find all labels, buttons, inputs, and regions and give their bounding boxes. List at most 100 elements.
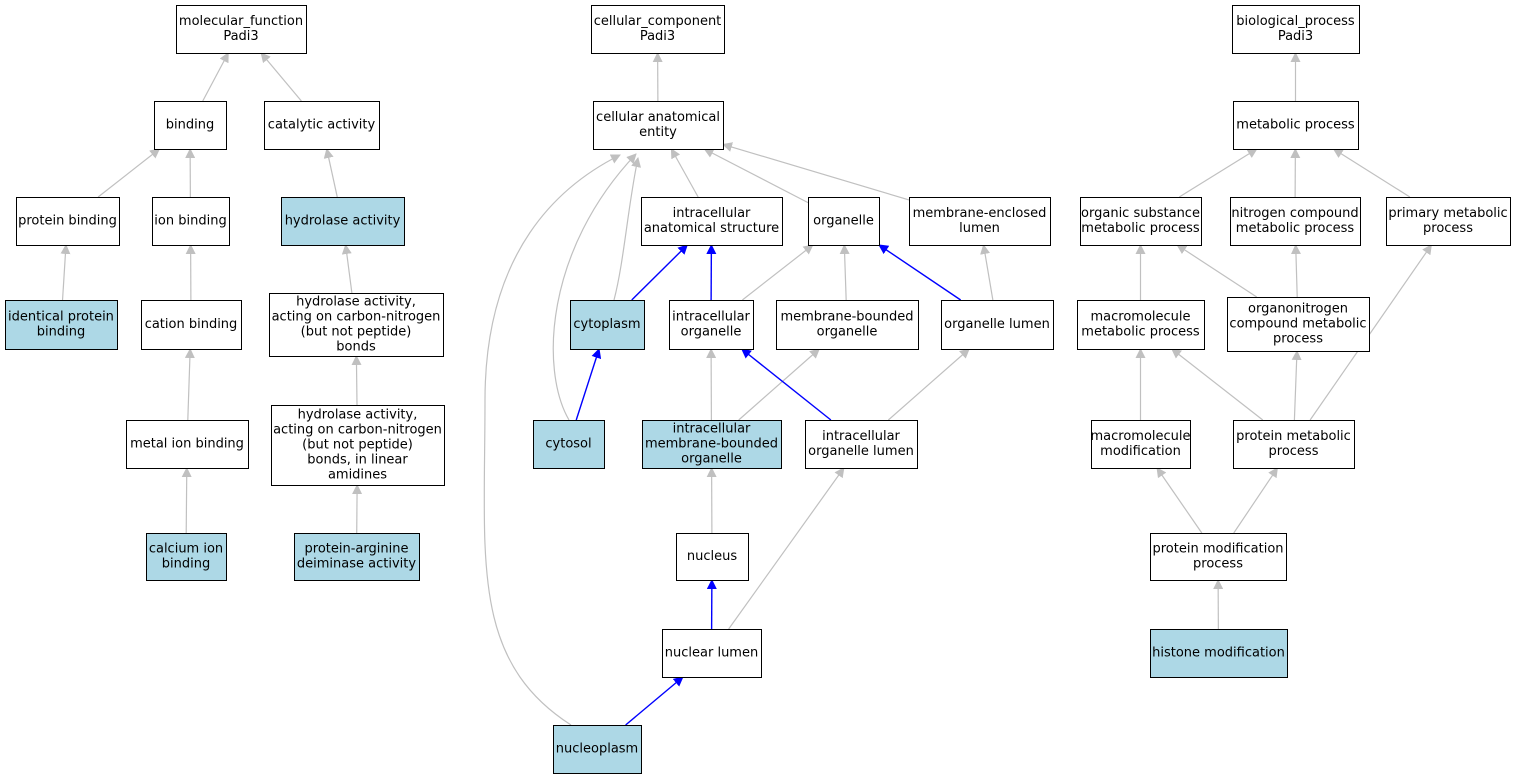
term-node-nucleoplasm[interactable]: nucleoplasm	[553, 725, 642, 774]
edge-catalytic-to-mf	[260, 52, 302, 102]
edge-protmp-to-mmp	[1171, 348, 1264, 421]
term-node-ol[interactable]: organelle lumen	[941, 300, 1054, 350]
term-label-line: cellular_component	[594, 14, 722, 29]
term-label-line: binding	[166, 118, 214, 133]
edge-metal-to-cation	[184, 348, 195, 421]
term-label-line: nitrogen compound	[1231, 206, 1358, 221]
term-label-line: (but not peptide)	[301, 325, 412, 340]
term-label-line: metabolic process	[1081, 221, 1200, 236]
term-box	[570, 300, 645, 350]
term-box	[16, 197, 120, 246]
term-label-line: process	[1273, 332, 1323, 347]
term-node-nucleus[interactable]: nucleus	[676, 533, 749, 581]
term-node-hyd_cn[interactable]: hydrolase activity,acting on carbon-nitr…	[269, 293, 444, 357]
term-label-line: intracellular	[673, 422, 751, 437]
term-box	[264, 101, 380, 150]
term-box	[5, 300, 118, 350]
term-label-line: hydrolase activity,	[296, 295, 416, 310]
term-label-line: histone modification	[1152, 646, 1285, 661]
term-label-line: Padi3	[640, 29, 675, 44]
term-box	[941, 300, 1054, 350]
term-box	[669, 300, 754, 350]
term-node-binding[interactable]: binding	[154, 101, 227, 150]
term-node-metabolic[interactable]: metabolic process	[1233, 101, 1359, 150]
term-box	[533, 420, 605, 469]
edge-calcium-to-metal	[181, 467, 192, 534]
term-box	[176, 5, 307, 54]
term-label-line: cytoplasm	[573, 317, 640, 332]
term-label-line: ion binding	[154, 214, 226, 229]
term-box	[269, 293, 444, 357]
term-node-histone[interactable]: histone modification	[1150, 629, 1288, 678]
edges-layer	[60, 52, 1432, 726]
term-label-line: calcium ion	[149, 542, 223, 557]
term-box	[1386, 197, 1511, 246]
term-label-line: protein metabolic	[1236, 429, 1351, 444]
edge-cytoplasm-to-ias	[631, 244, 688, 301]
edge-mel-to-cae	[722, 142, 910, 201]
term-label-line: cellular anatomical	[596, 110, 720, 125]
term-label-line: (but not peptide)	[302, 438, 413, 453]
term-label-line: anatomical structure	[644, 221, 779, 236]
term-label-line: binding	[162, 557, 210, 572]
edge-ol-to-mel	[980, 244, 994, 301]
edge-protein_binding-to-binding	[97, 148, 161, 198]
term-node-metal[interactable]: metal ion binding	[126, 420, 249, 469]
term-box	[591, 5, 725, 54]
term-node-ion_binding[interactable]: ion binding	[152, 197, 230, 246]
term-node-protein_binding[interactable]: protein binding	[16, 197, 120, 246]
term-label-line: protein binding	[18, 214, 117, 229]
term-label-line: macromolecule	[1090, 310, 1190, 325]
term-box	[1091, 420, 1191, 469]
term-label-line: biological_process	[1236, 14, 1355, 29]
term-label-line: deiminase activity	[297, 557, 416, 572]
term-node-cytosol[interactable]: cytosol	[533, 420, 605, 469]
term-label-line: protein modification	[1152, 542, 1283, 557]
term-node-nlumen[interactable]: nuclear lumen	[662, 629, 762, 678]
term-box	[294, 533, 420, 581]
edge-ias-to-cae	[670, 148, 699, 198]
term-node-catalytic[interactable]: catalytic activity	[264, 101, 380, 150]
term-node-hyd_lin[interactable]: hydrolase activity,acting on carbon-nitr…	[271, 405, 445, 486]
edge-io-to-organelle	[741, 244, 814, 301]
term-box	[1233, 420, 1355, 469]
term-label-line: bonds, in linear	[307, 453, 408, 468]
term-node-cation[interactable]: cation binding	[141, 300, 242, 350]
edge-cytosol-to-cytoplasm	[575, 348, 602, 421]
term-node-cytoplasm[interactable]: cytoplasm	[570, 300, 645, 350]
term-label-line: nucleus	[687, 549, 737, 564]
term-box	[152, 197, 230, 246]
edge-pmod-to-protmp	[1233, 467, 1278, 534]
term-box	[271, 405, 445, 486]
term-node-hydrolase[interactable]: hydrolase activity	[281, 197, 405, 246]
term-box	[553, 725, 642, 774]
term-label-line: organelle lumen	[808, 444, 914, 459]
edge-nucleoplasm-to-nlumen	[625, 676, 684, 726]
edge-ocmp-to-osmp	[1176, 244, 1258, 298]
term-label-line: metabolic process	[1236, 221, 1355, 236]
term-box	[1080, 197, 1202, 246]
term-label-line: bonds	[336, 340, 376, 355]
term-node-organelle[interactable]: organelle	[808, 197, 880, 246]
